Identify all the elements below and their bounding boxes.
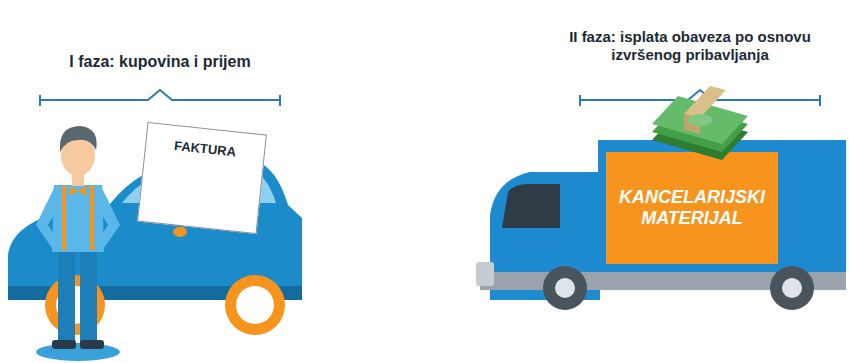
man-shirt — [52, 185, 104, 252]
car-wheel — [225, 275, 285, 335]
man-leg — [80, 248, 97, 348]
money-band — [684, 86, 726, 118]
man-arm — [36, 188, 60, 248]
bracket-tick — [279, 95, 281, 106]
banknote — [652, 112, 748, 160]
phase-bracket — [40, 90, 280, 106]
truck-wheel — [543, 266, 587, 310]
man-shoe — [80, 340, 104, 349]
man-bowtie — [70, 186, 86, 196]
man-hair — [60, 126, 97, 152]
banknote — [652, 104, 748, 152]
bracket-tick — [819, 95, 821, 106]
node-label: FAKTURA — [173, 138, 236, 159]
man-suspender — [62, 186, 66, 250]
node-label: KANCELARIJSKI MATERIJAL — [612, 187, 772, 228]
bracket-tick — [39, 95, 41, 106]
phase-heading: II faza: isplata obaveza po osnovu izvrš… — [545, 28, 835, 64]
phase-bracket — [580, 90, 820, 106]
man-suspender — [90, 186, 94, 250]
phase-heading: I faza: kupovina i prijem — [40, 52, 280, 71]
man-illustration — [36, 126, 120, 361]
invoice-document: FAKTURA — [137, 122, 267, 234]
truck-hub — [782, 278, 802, 298]
man-shoe — [52, 340, 76, 349]
banknote — [652, 96, 748, 144]
man-shadow — [36, 343, 120, 361]
truck-wheel — [770, 266, 814, 310]
truck-hub — [555, 278, 575, 298]
money-band — [684, 114, 700, 134]
truck-bumper — [476, 262, 494, 286]
cargo-panel: KANCELARIJSKI MATERIJAL — [606, 152, 778, 264]
money-stack — [652, 86, 748, 160]
truck-illustration — [476, 140, 846, 310]
man-arm — [96, 188, 120, 248]
car-hub — [236, 286, 274, 324]
bracket-tick — [579, 95, 581, 106]
man-leg — [58, 248, 75, 348]
truck-cargo-body — [598, 140, 846, 278]
car-handle — [173, 227, 187, 237]
truck-window — [502, 184, 560, 228]
bracket-line — [40, 90, 280, 100]
bracket-line — [580, 90, 820, 100]
banknote-mark — [688, 114, 712, 126]
